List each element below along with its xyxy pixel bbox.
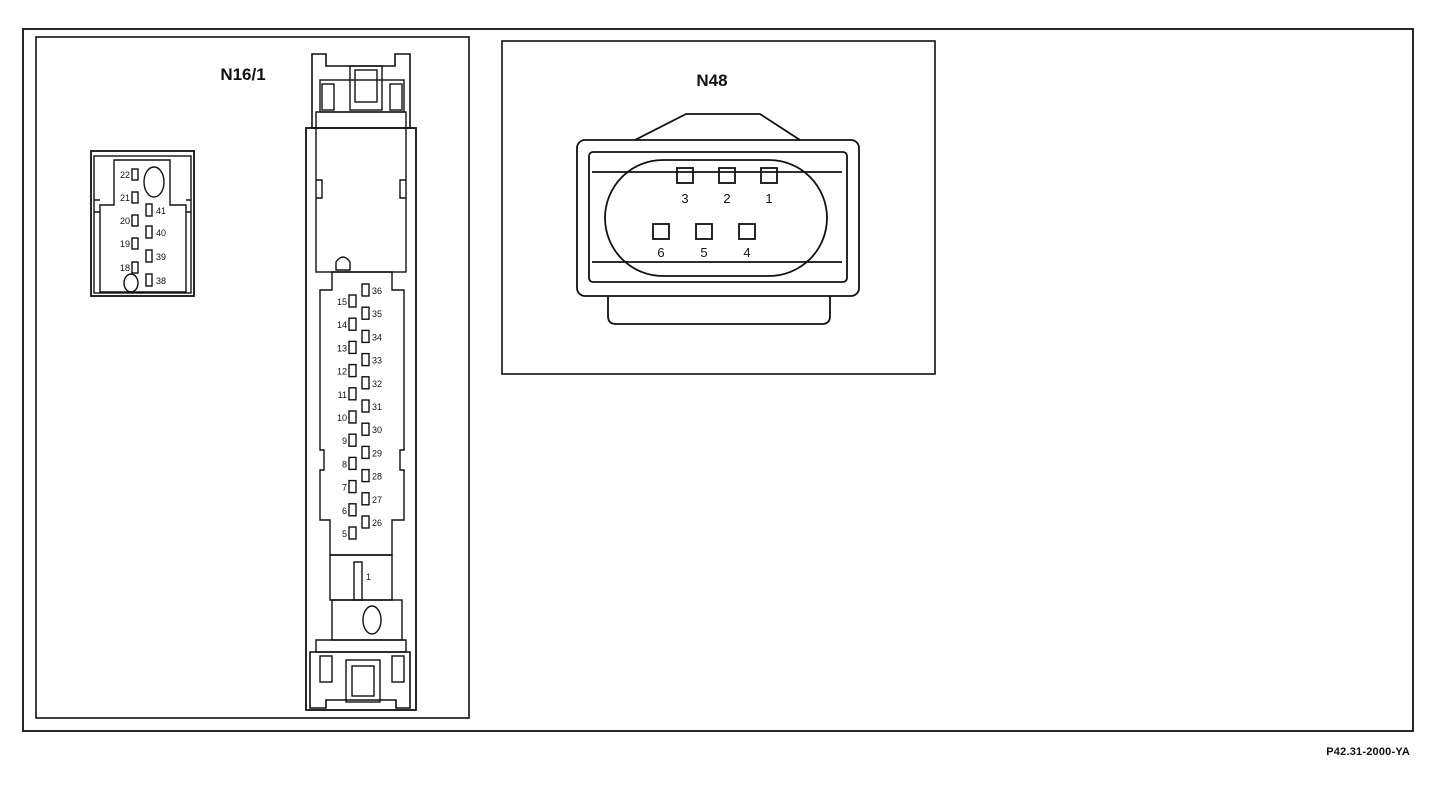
pin-contact: [145, 249, 153, 263]
pin-contact: [361, 283, 370, 297]
pin-label: 34: [372, 332, 382, 342]
outer-frame: [22, 28, 1414, 732]
pin-label: 3: [681, 191, 688, 206]
pin-contact: [676, 167, 694, 184]
pin-contact: [348, 294, 357, 308]
pin-label: 6: [657, 245, 664, 260]
pin-contact: [348, 340, 357, 355]
pin-contact: [348, 317, 357, 331]
pin-label: 1: [765, 191, 772, 206]
pin-label: 40: [156, 228, 166, 238]
pin-label: 12: [337, 367, 347, 377]
pin-contact: [361, 329, 370, 344]
pin-label: 9: [342, 436, 347, 446]
pin-label: 4: [743, 245, 750, 260]
pin-contact: [361, 399, 370, 413]
pin-label: 19: [120, 239, 130, 249]
pin-label: 13: [337, 343, 347, 353]
pin-contact: [131, 168, 139, 181]
pin-contact: [361, 306, 370, 320]
pin-contact: [131, 191, 139, 204]
n16-1-small-connector: 22 21 20 19 18 41 40 39 38: [90, 150, 195, 297]
pin-label: 11: [338, 390, 347, 400]
n16-1-title: N16/1: [220, 65, 265, 84]
pin-label: 15: [337, 297, 347, 307]
pin-label: 1: [366, 572, 371, 582]
pin-contact: [361, 515, 370, 529]
pin-contact: [145, 273, 153, 287]
pin-contact: [348, 363, 357, 378]
pin-label: 20: [120, 216, 130, 226]
pin-label: 18: [120, 263, 130, 273]
n48-connector: 3 2 1 6 5 4: [576, 113, 860, 325]
pin-contact: [361, 376, 370, 390]
pin-contact: [718, 167, 736, 184]
pin-label: 38: [156, 276, 166, 286]
pin-contact: [348, 456, 357, 471]
pin-label: 14: [337, 320, 347, 330]
pin-label: 35: [372, 309, 382, 319]
pin-contact: [361, 445, 370, 460]
pin-contact: [652, 223, 670, 240]
pin-contact: [131, 261, 139, 274]
pin-contact: [695, 223, 713, 240]
pin-label: 29: [372, 448, 382, 458]
pin-contact: [348, 387, 357, 401]
pin-contact: [348, 479, 357, 494]
n16-1-frame: [35, 36, 470, 719]
pin-contact: [131, 237, 139, 250]
diagram-code: P42.31-2000-YA: [1326, 746, 1410, 758]
pin-contact: [361, 468, 370, 483]
pin-label: 10: [337, 413, 347, 423]
pin-label: 30: [372, 425, 382, 435]
pin-label: 26: [372, 518, 382, 528]
pin-label: 32: [372, 379, 382, 389]
pin-label: 28: [372, 472, 382, 482]
pin-contact: [738, 223, 756, 240]
pin-contact: [348, 410, 357, 424]
pin-label: 21: [120, 193, 130, 203]
pin-contact: [348, 433, 357, 447]
pin-contact: [361, 422, 370, 436]
pin-label: 27: [372, 495, 382, 505]
pin-label: 39: [156, 252, 166, 262]
pin-contact: [131, 214, 139, 227]
pin-label: 6: [342, 506, 347, 516]
pin-contact: [361, 492, 370, 506]
pin-contact: [145, 225, 153, 239]
pin-label: 33: [372, 356, 382, 366]
pin-label: 5: [700, 245, 707, 260]
n48-panel: N48 3 2 1 6 5 4: [501, 40, 936, 375]
n48-frame: [501, 40, 936, 375]
pin-label: 31: [372, 402, 382, 412]
pin-contact: [145, 203, 153, 217]
pin-label: 7: [342, 483, 347, 493]
pin-label: 36: [372, 286, 382, 296]
pin-label: 8: [342, 459, 347, 469]
pin-contact: [348, 503, 357, 517]
pin-label: 2: [723, 191, 730, 206]
n16-1-long-connector: 15 36 14 35 13 34 12 33 11 32 10 31 9 30 8 29 7 28 6 27 5 26 1: [305, 53, 417, 711]
pin-label: 22: [120, 170, 130, 180]
pin-contact: [348, 526, 357, 540]
n48-title: N48: [696, 71, 727, 90]
pin-label: 5: [342, 529, 347, 539]
pin-contact: [361, 352, 370, 367]
pin-label: 41: [156, 206, 166, 216]
pin-contact: [760, 167, 778, 184]
